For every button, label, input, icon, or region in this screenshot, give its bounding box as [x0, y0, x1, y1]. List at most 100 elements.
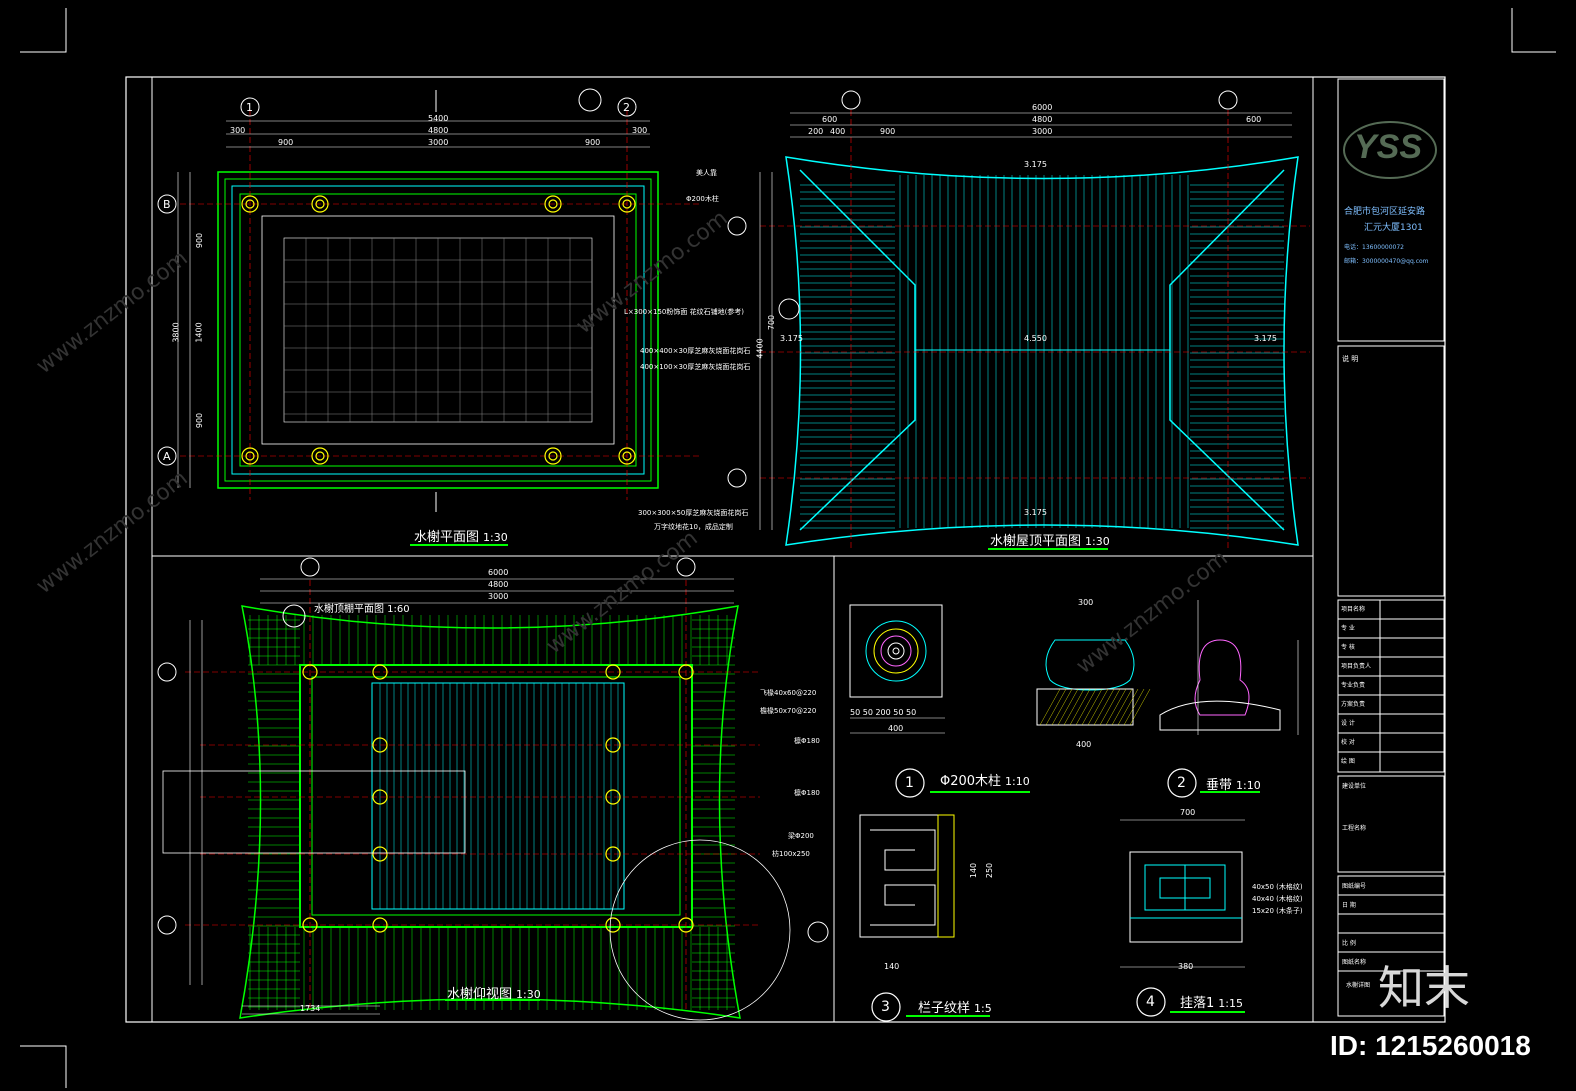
roof-elev-5: 3.175 — [1024, 508, 1047, 517]
detail-3-side-2: 140 — [969, 862, 979, 879]
title-block-logo: YSS — [1354, 128, 1423, 166]
column-icon — [618, 195, 636, 213]
roof-elev-4: 3.175 — [1254, 334, 1277, 343]
title-block-row-label: 方案负责 — [1341, 701, 1366, 708]
column-icon — [372, 846, 388, 862]
sheet-border — [125, 76, 1446, 1023]
roof-axis-bubbles — [727, 90, 1238, 488]
column-icon — [544, 447, 562, 465]
column-icon — [618, 447, 636, 465]
column-icon — [678, 664, 694, 680]
column-icon — [372, 789, 388, 805]
column-icon — [311, 195, 329, 213]
roof-dim-900: 900 — [880, 127, 896, 136]
plan-note-2: Φ200木柱 — [686, 195, 719, 203]
roof-dim-4400: 4400 — [755, 338, 765, 359]
ceiling-note-4: 檩Φ180 — [794, 789, 820, 797]
plan-dim-1400: 1400 — [194, 322, 204, 343]
notes-header: 说 明 — [1342, 355, 1359, 363]
plan-note-5: 400×100×30厚芝麻灰烧面花岗石 — [640, 363, 751, 371]
detail-1-bottom: 400 — [888, 724, 904, 733]
drawing-no-label: 图纸编号 — [1342, 883, 1367, 890]
detail-2-top: 300 — [1078, 598, 1094, 607]
plan-axis-2-label: 2 — [623, 101, 630, 114]
ceiling-axis-bubbles — [157, 557, 829, 943]
title-block-frame — [1337, 78, 1445, 1017]
detail-4-gualuo — [1120, 819, 1245, 1017]
detail-4-bottom: 380 — [1178, 962, 1194, 971]
plan-axis-B-label: B — [163, 198, 171, 211]
title-block-row-label: 专业负责 — [1341, 682, 1366, 689]
column-icon — [605, 846, 621, 862]
roof-elev-3: 3.175 — [780, 334, 803, 343]
column-icon — [544, 195, 562, 213]
ceiling-note-2: 檐椽50x70@220 — [760, 707, 817, 715]
detail-2-bottom: 400 — [1076, 740, 1092, 749]
detail-1-num: 1 — [905, 775, 914, 791]
detail-2-chuidai — [1159, 600, 1299, 798]
roof-elev-2: 4.550 — [1024, 334, 1047, 343]
column-icon — [241, 447, 259, 465]
company-line-2: 汇元大厦1301 — [1364, 223, 1423, 233]
plan-axis-bubbles — [157, 88, 637, 466]
detail-4-top: 700 — [1180, 808, 1196, 817]
plan-dim-3000: 3000 — [428, 138, 449, 147]
ceiling-dim-mid: 4800 — [488, 580, 509, 589]
drawing-name-label: 图纸名称 — [1342, 959, 1367, 966]
roof-dim-200: 200 — [808, 127, 824, 136]
plan-dim-total: 5400 — [428, 114, 449, 123]
title-block-row-label: 项目名称 — [1341, 606, 1366, 613]
column-icon — [302, 664, 318, 680]
detail-2-num: 2 — [1177, 775, 1186, 791]
column-icon — [372, 737, 388, 753]
ceiling-note-3: 檩Φ180 — [794, 737, 820, 745]
ceiling-dim-bottom: 1734 — [300, 1004, 321, 1013]
plan-note-3: L×300×150粉饰面 花纹石铺地(参考) — [624, 308, 745, 316]
plan-dim-900-bot: 900 — [195, 412, 205, 429]
detail-3-bottom: 140 — [884, 962, 900, 971]
detail-3-num: 3 — [881, 999, 890, 1015]
detail-3-pattern — [859, 814, 990, 1022]
detail-1-column — [849, 604, 1030, 798]
column-icon — [605, 664, 621, 680]
company-phone: 电话：13600000072 — [1344, 244, 1404, 251]
column-icon — [605, 917, 621, 933]
crop-marks — [20, 8, 1556, 1088]
ceiling-note-1: 飞椽40x60@220 — [760, 689, 817, 697]
logo-mark — [1343, 121, 1437, 179]
title-block-row-label: 专 核 — [1341, 644, 1355, 651]
plan-view — [177, 90, 700, 512]
roof-dim-600b: 600 — [1246, 115, 1262, 124]
column-icon — [372, 664, 388, 680]
date-label: 日 期 — [1342, 902, 1356, 909]
ceiling-subtitle: 水榭顶棚平面图 1:60 — [314, 604, 410, 615]
ceiling-view — [162, 578, 791, 1021]
roof-dim-400: 400 — [830, 127, 846, 136]
detail-4-note-3: 15x20 (木条子) — [1252, 907, 1303, 915]
plan-dim-300b: 300 — [632, 126, 648, 135]
column-icon — [302, 917, 318, 933]
roof-elev-1: 3.175 — [1024, 160, 1047, 169]
plan-dim-mid: 4800 — [428, 126, 449, 135]
plan-note-4: 400×400×30厚芝麻灰烧面花岗石 — [640, 347, 751, 355]
detail-4-note-2: 40x40 (木格纹) — [1252, 895, 1303, 903]
column-icon — [311, 447, 329, 465]
company-email: 邮箱：3000000470@qq.com — [1344, 258, 1429, 265]
project-label: 建设单位 — [1342, 783, 1367, 790]
detail-4-note-1: 40x50 (木格纹) — [1252, 883, 1303, 891]
plan-note-6: 300×300×50厚芝麻灰烧面花岗石 — [638, 509, 749, 517]
brand-watermark: 知末 — [1378, 961, 1470, 1015]
title-block-row-label: 项目负责人 — [1341, 663, 1372, 670]
title-block-row-label: 专 业 — [1341, 625, 1355, 632]
company-line-1: 合肥市包河区延安路 — [1344, 207, 1426, 217]
engineering-label: 工程名称 — [1342, 825, 1367, 832]
ceiling-note-5: 梁Φ200 — [788, 832, 814, 840]
roof-plan-view — [759, 110, 1310, 550]
plan-dim-900a: 900 — [278, 138, 294, 147]
plan-dim-900b: 900 — [585, 138, 601, 147]
